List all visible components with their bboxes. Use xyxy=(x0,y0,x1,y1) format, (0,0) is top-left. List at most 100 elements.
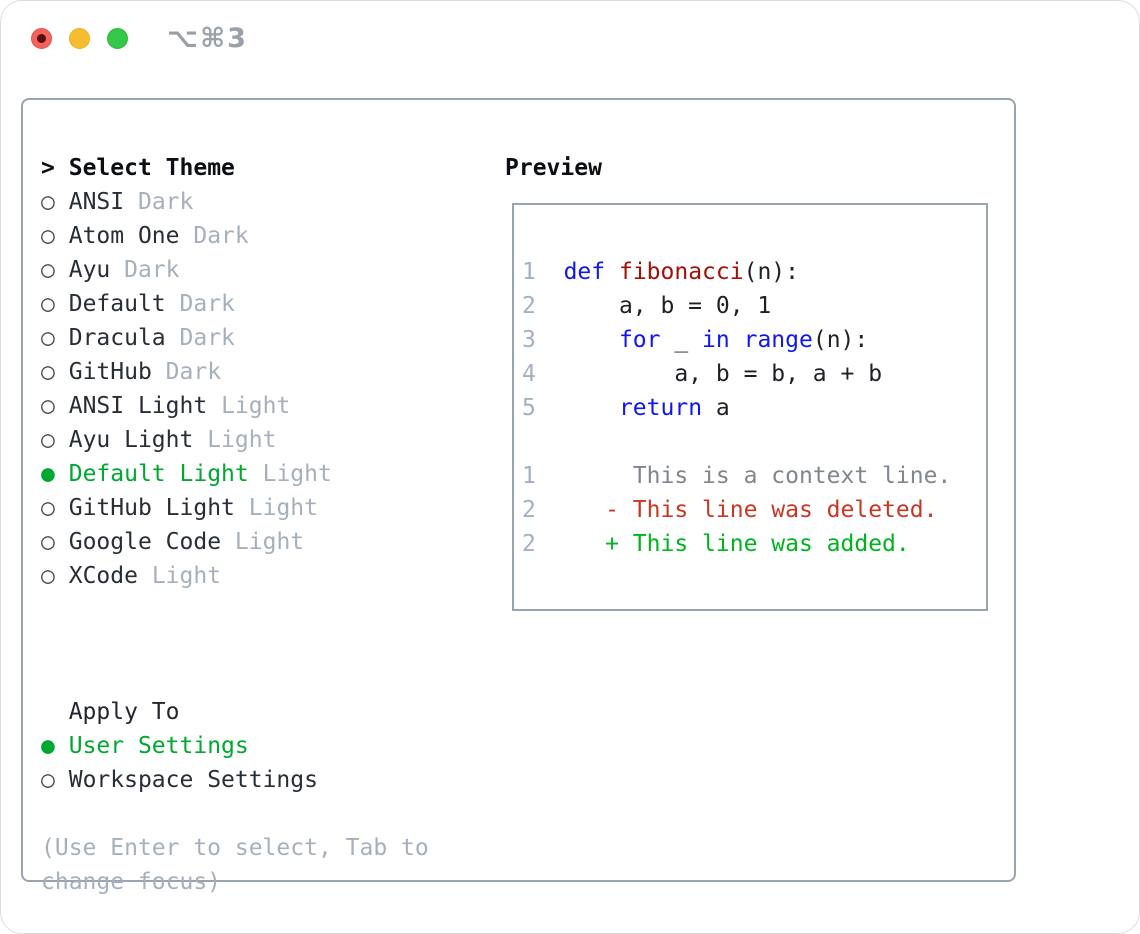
code-segment: 1 xyxy=(522,259,536,285)
close-dot-icon xyxy=(37,34,46,43)
code-segment: + This line was added. xyxy=(605,531,910,557)
theme-option-github-dark[interactable]: ○ GitHub Dark xyxy=(41,355,486,389)
code-line-4: 4 a, b = b, a + b xyxy=(522,357,986,391)
code-segment: 2 xyxy=(522,293,536,319)
theme-variant-label: Light xyxy=(234,529,305,555)
spacer xyxy=(55,563,69,589)
theme-name-label: GitHub Light xyxy=(68,495,235,521)
radio-unselected-icon: ○ xyxy=(41,529,55,555)
code-segment xyxy=(605,259,619,285)
spacer xyxy=(55,359,69,385)
code-segment: def xyxy=(563,259,606,285)
theme-name-label: Default Light xyxy=(68,461,249,487)
theme-variant-label: Light xyxy=(207,427,277,453)
theme-name-label: Atom One xyxy=(68,223,180,249)
theme-variant-label: Dark xyxy=(193,223,249,249)
theme-variant-label: Dark xyxy=(165,359,222,385)
spacer xyxy=(166,291,180,317)
theme-option-ayu-light-light[interactable]: ○ Ayu Light Light xyxy=(41,423,486,457)
theme-option-ayu-dark[interactable]: ○ Ayu Dark xyxy=(41,253,486,287)
code-segment: a, b = b, a + b xyxy=(535,361,883,387)
close-button[interactable] xyxy=(31,28,52,49)
radio-unselected-icon: ○ xyxy=(41,393,55,419)
apply-option-label: Workspace Settings xyxy=(68,767,318,793)
theme-name-label: Ayu xyxy=(68,257,111,283)
theme-option-dracula-dark[interactable]: ○ Dracula Dark xyxy=(41,321,486,355)
select-theme-heading: > Select Theme xyxy=(41,151,486,185)
spacer xyxy=(221,529,235,555)
theme-option-google-code-light[interactable]: ○ Google Code Light xyxy=(41,525,486,559)
theme-option-atom-one-dark[interactable]: ○ Atom One Dark xyxy=(41,219,486,253)
code-segment: _ xyxy=(660,327,703,353)
radio-selected-icon: ● xyxy=(41,461,55,487)
theme-variant-label: Light xyxy=(248,495,318,521)
radio-unselected-icon: ○ xyxy=(41,495,55,521)
theme-variant-label: Dark xyxy=(124,257,180,283)
code-line-1: 1 def fibonacci(n): xyxy=(522,255,986,289)
code-segment: a xyxy=(702,395,730,421)
spacer xyxy=(55,733,69,759)
theme-variant-label: Dark xyxy=(179,325,235,351)
cursor-chevron-icon: > xyxy=(41,155,55,181)
code-segment: range xyxy=(743,327,813,353)
code-segment: (n): xyxy=(812,327,869,353)
help-text-line: change focus) xyxy=(41,869,222,895)
theme-option-default-light-light[interactable]: ● Default Light Light xyxy=(41,457,486,491)
theme-variant-label: Light xyxy=(151,563,222,589)
theme-variant-label: Dark xyxy=(137,189,194,215)
help-text-line: (Use Enter to select, Tab to xyxy=(41,835,429,861)
code-line-3: 3 for _ in range(n): xyxy=(522,323,986,357)
spacer xyxy=(193,427,207,453)
apply-option-workspace-settings[interactable]: ○ Workspace Settings xyxy=(41,763,486,797)
minimize-button[interactable] xyxy=(69,28,90,49)
code-segment xyxy=(536,395,619,421)
radio-unselected-icon: ○ xyxy=(41,257,55,283)
radio-unselected-icon: ○ xyxy=(41,427,55,453)
theme-option-ansi-dark[interactable]: ○ ANSI Dark xyxy=(41,185,486,219)
theme-name-label: Google Code xyxy=(68,529,222,555)
radio-unselected-icon: ○ xyxy=(41,189,55,215)
spacer xyxy=(55,529,69,555)
code-segment: 3 xyxy=(522,327,536,353)
code-segment xyxy=(730,327,744,353)
code-segment xyxy=(536,259,564,285)
spacer xyxy=(55,189,69,215)
code-segment: 4 xyxy=(522,361,536,387)
apply-option-user-settings[interactable]: ● User Settings xyxy=(41,729,486,763)
code-line-6 xyxy=(522,425,986,459)
code-segment: (n): xyxy=(743,259,799,285)
code-segment: for xyxy=(618,327,661,353)
theme-option-ansi-light-light[interactable]: ○ ANSI Light Light xyxy=(41,389,486,423)
code-segment xyxy=(536,531,605,557)
apply-to-heading-label: Apply To xyxy=(68,699,180,725)
spacer xyxy=(249,461,263,487)
code-segment: return xyxy=(618,395,703,421)
theme-name-label: Dracula xyxy=(68,325,166,351)
radio-unselected-icon: ○ xyxy=(41,563,55,589)
theme-name-label: Default xyxy=(68,291,166,317)
theme-picker-panel: > Select Theme ○ ANSI Dark○ Atom One Dar… xyxy=(21,98,1016,895)
spacer xyxy=(152,359,166,385)
theme-option-xcode-light[interactable]: ○ XCode Light xyxy=(41,559,486,593)
spacer xyxy=(55,393,69,419)
spacer xyxy=(55,291,69,317)
radio-unselected-icon: ○ xyxy=(41,767,55,793)
code-segment: 1 xyxy=(522,463,536,489)
theme-option-default-dark[interactable]: ○ Default Dark xyxy=(41,287,486,321)
spacer xyxy=(235,495,249,521)
code-line-8: 2 - This line was deleted. xyxy=(522,493,986,527)
spacer xyxy=(55,427,69,453)
apply-option-label: User Settings xyxy=(68,733,249,759)
theme-name-label: Ayu Light xyxy=(68,427,194,453)
code-line-5: 5 return a xyxy=(522,391,986,425)
code-segment: 2 xyxy=(522,531,536,557)
help-text: (Use Enter to select, Tab to change focu… xyxy=(41,831,486,899)
theme-list: > Select Theme ○ ANSI Dark○ Atom One Dar… xyxy=(41,151,486,593)
zoom-button[interactable] xyxy=(107,28,128,49)
preview-heading: Preview xyxy=(505,155,602,181)
theme-name-label: XCode xyxy=(68,563,138,589)
theme-option-github-light-light[interactable]: ○ GitHub Light Light xyxy=(41,491,486,525)
code-segment: - This line was deleted. xyxy=(605,497,938,523)
